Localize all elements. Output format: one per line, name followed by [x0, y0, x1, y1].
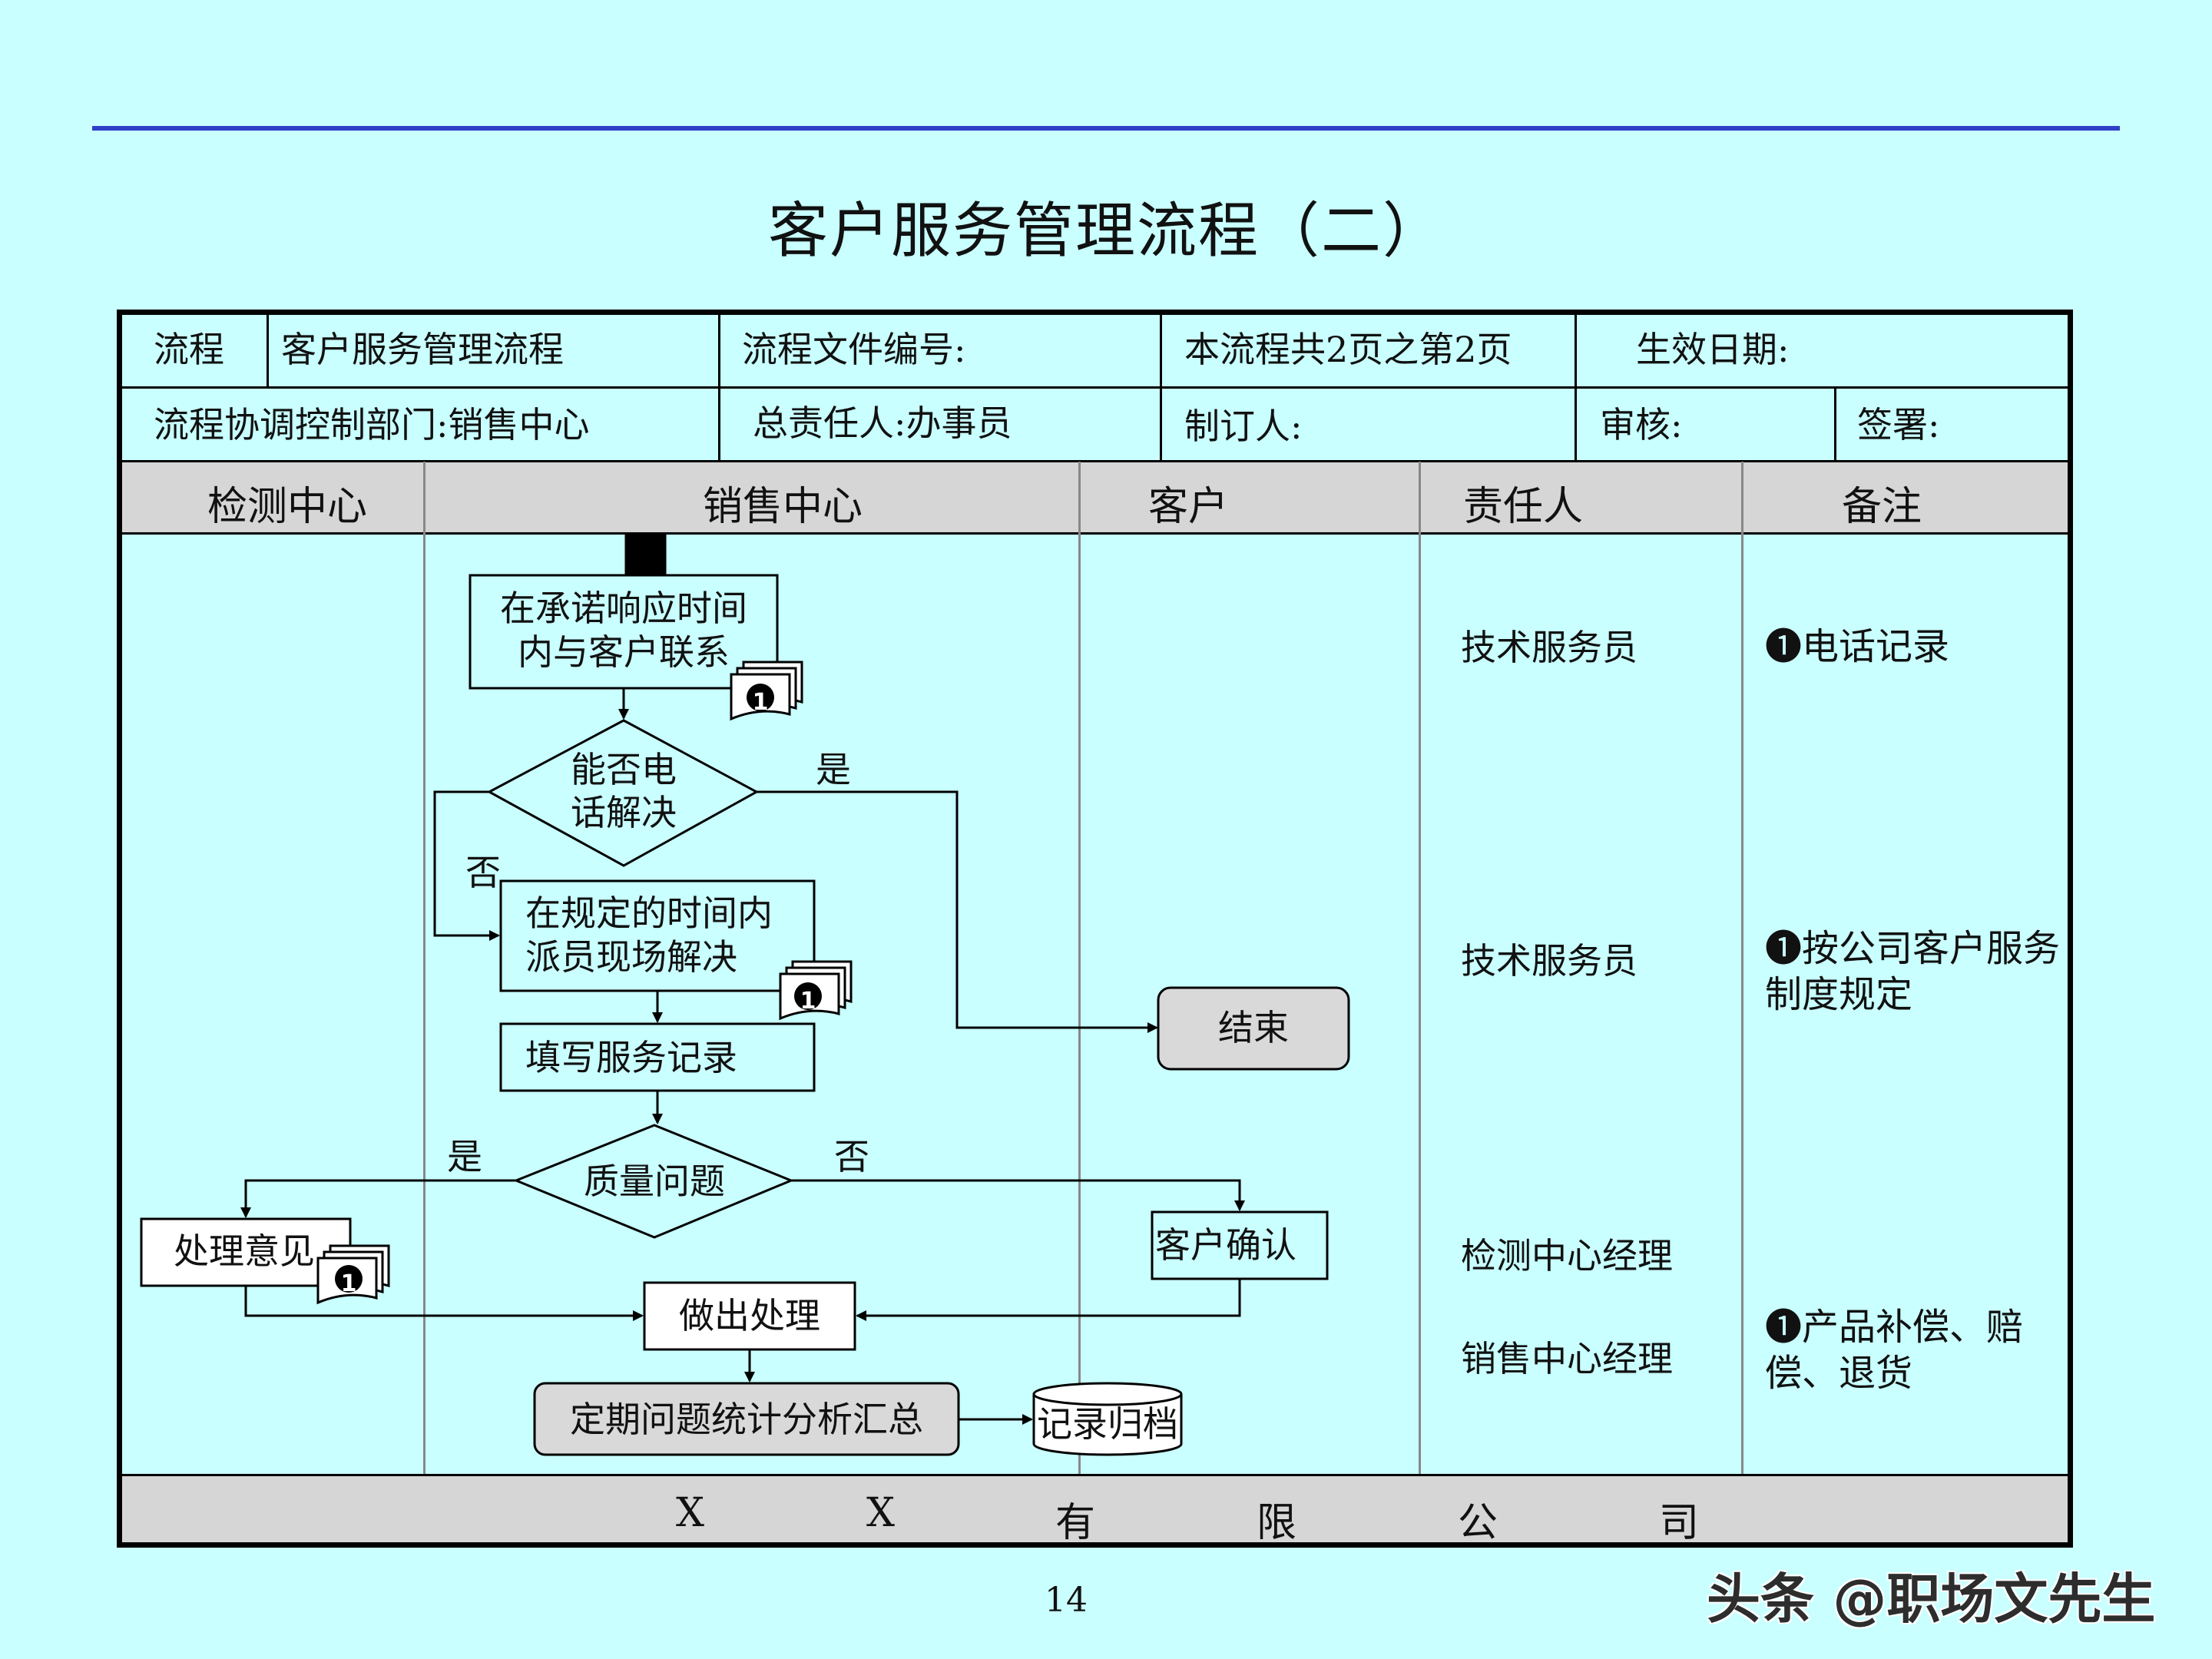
node-archive-cylinder — [1032, 1394, 1183, 1456]
owner: 总责任人:办事员 — [753, 402, 1012, 444]
node-record-box — [499, 1022, 816, 1092]
edge-label-phone-no: 否 — [465, 852, 501, 893]
node-dispatch-box — [499, 879, 816, 992]
responsible-4: 销售中心经理 — [1461, 1338, 1673, 1379]
footer-char-2: X — [866, 1490, 896, 1536]
doc-badge-text-1: 1 — [753, 689, 769, 716]
node-quality-decision — [513, 1124, 794, 1239]
edge-label-quality-yes: 是 — [447, 1136, 482, 1177]
header-col-4 — [1575, 315, 1577, 462]
flow-label: 流程 — [154, 329, 224, 370]
flow-name: 客户服务管理流程 — [281, 329, 564, 370]
node-archive-label: 记录归档 — [1037, 1403, 1178, 1445]
remark-1: ❶电话记录 — [1765, 625, 1950, 668]
node-phone-line1: 能否电 — [571, 749, 677, 790]
lane-divider-1 — [423, 462, 426, 1474]
footer-char-4: 限 — [1257, 1500, 1297, 1546]
footer-char-6: 司 — [1659, 1500, 1700, 1546]
doc-badge-1 — [747, 684, 774, 711]
node-handle-opinion-label: 处理意见 — [174, 1230, 315, 1272]
page-title: 客户服务管理流程（二） — [767, 197, 1444, 266]
author-label: 制订人: — [1184, 406, 1303, 447]
signer-label: 签署: — [1857, 404, 1940, 445]
lane-title-sales: 销售中心 — [703, 484, 863, 530]
responsible-3: 检测中心经理 — [1461, 1235, 1673, 1277]
footer-char-3: 有 — [1055, 1500, 1096, 1546]
doc-badge-text-3: 1 — [341, 1270, 357, 1297]
header-bottom-divider — [122, 460, 2068, 462]
node-dispatch-line1: 在规定的时间内 — [525, 892, 773, 934]
header-col-2 — [718, 315, 720, 462]
node-contact-line1: 在承诺响应时间 — [500, 588, 747, 629]
page-number: 14 — [1045, 1581, 1088, 1620]
node-contact-line2: 内与客户联系 — [518, 631, 730, 673]
header-col-1 — [267, 315, 269, 386]
edge-label-quality-no: 否 — [834, 1136, 869, 1177]
node-end-label: 结束 — [1218, 1007, 1289, 1048]
header-col-5 — [1834, 386, 1836, 462]
node-do-handle-box — [643, 1281, 856, 1351]
header-col-3 — [1160, 315, 1162, 462]
lane-divider-4 — [1741, 462, 1743, 1474]
lane-title-remarks: 备注 — [1842, 484, 1922, 530]
node-customer-confirm-box — [1151, 1210, 1329, 1280]
lane-title-responsible: 责任人 — [1463, 484, 1584, 530]
lane-title-customer: 客户 — [1148, 484, 1229, 530]
remark-2: ❶按公司客户服务制度规定 — [1765, 927, 2061, 1016]
remark-3: ❶产品补偿、赔偿、退货 — [1765, 1306, 2024, 1395]
lane-divider-2 — [1078, 462, 1081, 1474]
node-contact-box — [469, 574, 779, 690]
watermark: 头条 @职场文先生 — [1707, 1568, 2156, 1631]
company-footer-band — [122, 1475, 2068, 1542]
responsible-2: 技术服务员 — [1461, 940, 1637, 982]
node-phone-line2: 话解决 — [571, 792, 677, 833]
node-customer-confirm-label: 客户确认 — [1155, 1224, 1296, 1266]
lane-header-divider — [122, 532, 2068, 535]
lane-title-testing: 检测中心 — [207, 484, 368, 530]
doc-badge-3 — [335, 1265, 363, 1293]
edge-label-phone-yes: 是 — [816, 749, 851, 790]
responsible-1: 技术服务员 — [1461, 627, 1637, 668]
effective-date-label: 生效日期: — [1636, 329, 1790, 370]
page-count: 本流程共2页之第2页 — [1184, 329, 1512, 370]
top-rule — [92, 126, 2120, 131]
node-dispatch-line2: 派员现场解决 — [525, 936, 737, 978]
node-summary-label: 定期问题统计分析汇总 — [570, 1399, 923, 1440]
header-row-divider — [122, 386, 2068, 389]
footer-divider — [122, 1474, 2068, 1476]
doc-badge-2 — [794, 982, 822, 1010]
node-do-handle-label: 做出处理 — [679, 1295, 820, 1336]
doc-number-label: 流程文件编号: — [742, 329, 966, 370]
footer-char-5: 公 — [1458, 1500, 1498, 1546]
reviewer-label: 审核: — [1600, 404, 1683, 445]
footer-char-1: X — [676, 1490, 705, 1536]
node-phone-decision — [486, 719, 760, 867]
flow-sheet — [117, 310, 2073, 1548]
node-end-terminal — [1157, 986, 1350, 1071]
node-handle-opinion-box — [140, 1217, 352, 1287]
node-quality-label: 质量问题 — [584, 1161, 725, 1202]
doc-badge-text-2: 1 — [800, 988, 816, 1015]
lane-divider-3 — [1419, 462, 1421, 1474]
node-record-label: 填写服务记录 — [525, 1037, 737, 1078]
control-department: 流程协调控制部门:销售中心 — [154, 404, 590, 445]
